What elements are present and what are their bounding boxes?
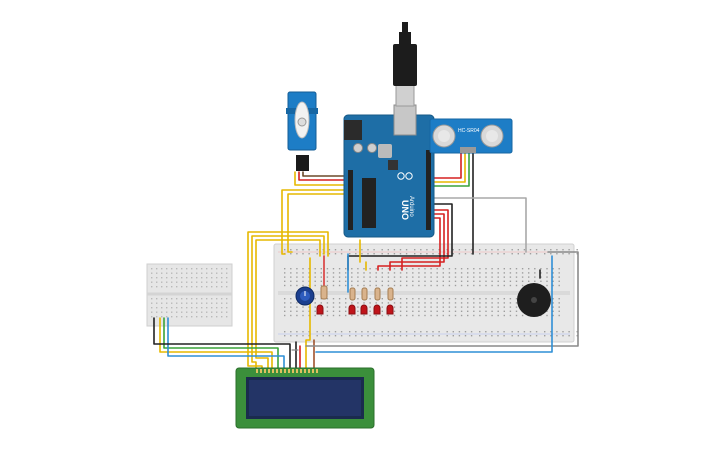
wire-sensor-vcc xyxy=(433,152,462,179)
ultrasonic-sensor[interactable]: HC-SR04 xyxy=(429,118,513,154)
board-model-label: UNO xyxy=(400,200,410,220)
wires xyxy=(153,152,579,369)
wire-gray-top xyxy=(433,197,527,253)
resistor-3 xyxy=(374,287,381,301)
sensor-label: HC-SR04 xyxy=(458,128,480,134)
arduino-logo xyxy=(397,172,413,180)
lcd-pin xyxy=(288,369,290,373)
led-4[interactable] xyxy=(386,304,394,315)
power-jack xyxy=(344,120,362,140)
lcd-pin xyxy=(308,369,310,373)
wire-mini-blue xyxy=(167,317,285,369)
led-array xyxy=(316,287,394,315)
wire-sensor-echo xyxy=(433,152,470,187)
wire-lcd-yellow-c xyxy=(255,239,321,369)
wire-blue-buzzer xyxy=(315,255,553,353)
wire-lcd-yellow-a xyxy=(251,235,325,369)
atmega-chip xyxy=(362,178,376,228)
lcd-pin xyxy=(280,369,282,373)
wire-yellow-1 xyxy=(281,189,349,255)
lcd-pin xyxy=(268,369,270,373)
board-brand-label: Arduino xyxy=(408,196,414,217)
usb-cable xyxy=(393,22,417,107)
lcd-screen xyxy=(249,380,361,416)
piezo-buzzer[interactable] xyxy=(517,283,551,317)
wire-sensor-trig xyxy=(433,152,466,183)
lcd-pin xyxy=(272,369,274,373)
lcd-pin xyxy=(292,369,294,373)
resistor-4 xyxy=(387,287,394,301)
lcd-pin xyxy=(256,369,258,373)
led-3[interactable] xyxy=(373,304,381,315)
wire-servo-gnd xyxy=(302,171,349,177)
wire-gray-right xyxy=(305,251,579,347)
wire-servo-signal xyxy=(294,171,349,186)
usb-port xyxy=(393,104,417,136)
lcd-pin xyxy=(304,369,306,373)
led-5[interactable] xyxy=(316,304,324,315)
lcd-pin xyxy=(276,369,278,373)
lcd-pin xyxy=(296,369,298,373)
wire-lcd-yellow-b xyxy=(247,231,329,369)
resistor-pot xyxy=(320,285,328,300)
potentiometer[interactable] xyxy=(295,286,315,306)
servo-motor[interactable] xyxy=(286,91,318,171)
wire-servo-power xyxy=(298,171,349,181)
lcd-16x2[interactable] xyxy=(235,367,375,429)
wire-mini-black xyxy=(153,317,291,369)
wire-yellow-2 xyxy=(287,193,349,253)
wire-red-3 xyxy=(377,217,441,271)
lcd-pin xyxy=(264,369,266,373)
led-1[interactable] xyxy=(348,304,356,315)
wire-red-2 xyxy=(389,213,445,271)
lcd-pin xyxy=(260,369,262,373)
resistor-2 xyxy=(361,287,368,301)
lcd-pin xyxy=(300,369,302,373)
wire-mini-yellow xyxy=(159,317,273,369)
led-2[interactable] xyxy=(360,304,368,315)
mini-breadboard[interactable] xyxy=(146,263,233,327)
arduino-uno-board[interactable]: Arduino UNO xyxy=(343,104,435,238)
lcd-pin xyxy=(284,369,286,373)
wire-mini-green xyxy=(163,317,279,369)
lcd-pin xyxy=(316,369,318,373)
resistor-1 xyxy=(349,287,356,301)
lcd-pin xyxy=(312,369,314,373)
